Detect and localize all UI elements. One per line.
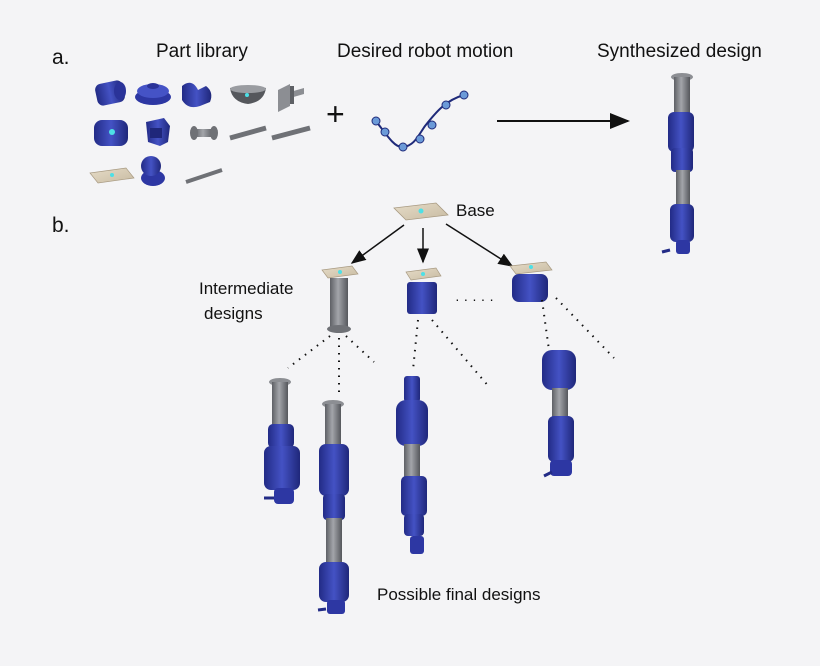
spool-part-icon	[190, 126, 218, 140]
intermediate-ellipsis: · · · · ·	[455, 291, 494, 307]
ball-joint-part-icon	[141, 156, 165, 186]
bracket-part-icon	[182, 82, 212, 108]
base-plate-part-icon	[89, 167, 135, 184]
intermediate-design-bracket	[509, 261, 553, 302]
blue-motor-part-icon	[95, 80, 126, 106]
synthesized-robot	[661, 73, 694, 254]
plus-sign: +	[326, 96, 345, 132]
gray-bowl-part-icon	[230, 85, 266, 104]
panel-b-label: b.	[52, 214, 70, 237]
u-bracket-part-icon	[146, 118, 170, 146]
final-designs-label: Possible final designs	[377, 585, 541, 604]
tree-arrow-right	[445, 223, 514, 267]
base-plate-root	[393, 202, 449, 221]
round-base-part-icon	[135, 83, 171, 105]
part-library-title: Part library	[156, 41, 248, 62]
intermediate-label-line2: designs	[204, 304, 263, 323]
motor-housing-part-icon	[94, 120, 128, 146]
intermediate-design-column	[321, 265, 359, 333]
motion-title: Desired robot motion	[337, 41, 514, 62]
final-design-1	[264, 378, 300, 504]
rod-part-icon	[185, 125, 311, 184]
dotted-branches	[287, 297, 615, 392]
base-label: Base	[456, 201, 495, 220]
hinge-part-icon	[278, 84, 304, 112]
final-design-4	[542, 350, 576, 478]
intermediate-design-motor	[405, 267, 442, 314]
final-design-2	[317, 400, 349, 614]
synth-title: Synthesized design	[597, 41, 762, 62]
intermediate-label-line1: Intermediate	[199, 279, 294, 298]
final-design-3	[396, 376, 428, 554]
tree-arrow-left	[350, 224, 405, 264]
motion-curve	[371, 90, 469, 152]
panel-a-label: a.	[52, 46, 70, 69]
